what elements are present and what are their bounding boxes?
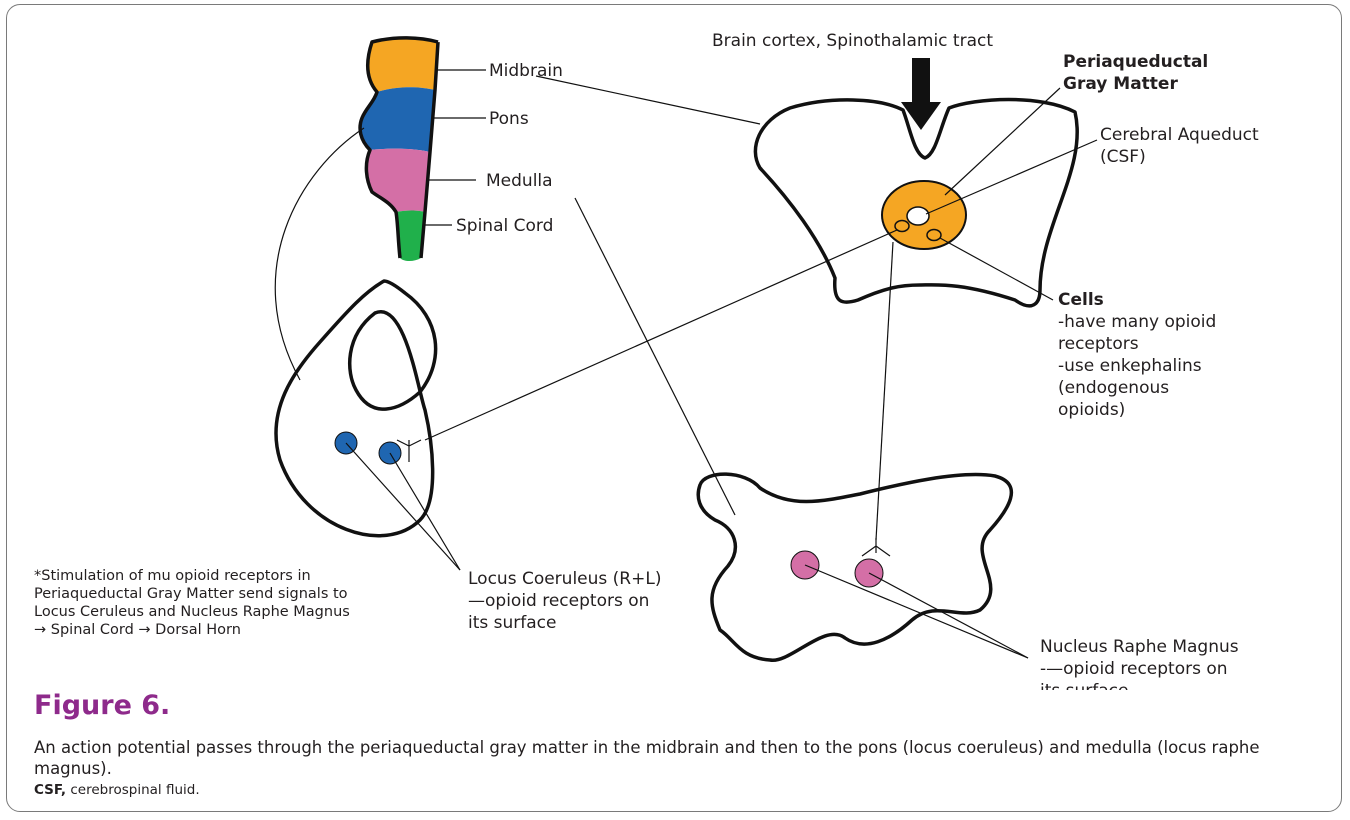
lc-label-1: Locus Coeruleus (R+L): [468, 569, 661, 589]
cells-desc-2: receptors: [1058, 334, 1139, 354]
medulla-segment: [366, 149, 430, 212]
diagram: Midbrain Pons Medulla Spinal Cord Brain …: [0, 0, 1350, 690]
figure-title: Figure 6.: [34, 690, 170, 721]
lc-label-2: —opioid receptors on: [468, 591, 649, 611]
abbrev-definition: cerebrospinal fluid.: [66, 782, 200, 798]
midbrain-cross-section: [755, 100, 1077, 306]
nrm-label-1: Nucleus Raphe Magnus: [1040, 637, 1239, 657]
cells-desc-1: -have many opioid: [1058, 312, 1216, 332]
midbrain-segment: [368, 38, 438, 92]
abbrev-term: CSF,: [34, 782, 66, 798]
figure-abbreviation: CSF, cerebrospinal fluid.: [34, 782, 200, 798]
pag-label-line1: Periaqueductal: [1063, 52, 1208, 72]
footnote-line-4: → Spinal Cord → Dorsal Horn: [34, 622, 241, 638]
cells-desc-4: (endogenous: [1058, 378, 1169, 398]
pons-label: Pons: [489, 109, 529, 129]
input-label: Brain cortex, Spinothalamic tract: [712, 31, 993, 51]
medulla-outline: [698, 474, 1011, 660]
cells-desc-5: opioids): [1058, 400, 1125, 420]
midbrain-label: Midbrain: [489, 61, 563, 81]
lc-label-3: its surface: [468, 613, 556, 633]
nrm-label-3: its surface: [1040, 681, 1128, 690]
footnote-line-3: Locus Ceruleus and Nucleus Raphe Magnus: [34, 604, 350, 620]
spinal-cord-label: Spinal Cord: [456, 216, 553, 236]
footnote-line-2: Periaqueductal Gray Matter send signals …: [34, 586, 348, 602]
medulla-cross-section: [698, 474, 1011, 660]
pons-outline: [276, 281, 436, 536]
aqueduct-label-line2: (CSF): [1100, 147, 1146, 167]
figure-caption: An action potential passes through the p…: [34, 737, 1324, 779]
cells-desc-3: -use enkephalins: [1058, 356, 1202, 376]
footnote-line-1: *Stimulation of mu opioid receptors in: [34, 568, 311, 584]
pag-label-line2: Gray Matter: [1063, 74, 1178, 94]
medulla-label: Medulla: [486, 171, 553, 191]
cerebral-aqueduct: [907, 207, 929, 225]
aqueduct-label-line1: Cerebral Aqueduct: [1100, 125, 1259, 145]
nrm-label-2: -—opioid receptors on: [1040, 659, 1228, 679]
brainstem: [360, 38, 438, 261]
pons-segment: [360, 87, 435, 152]
pons-cross-section: [276, 281, 436, 536]
cells-label: Cells: [1058, 290, 1104, 310]
